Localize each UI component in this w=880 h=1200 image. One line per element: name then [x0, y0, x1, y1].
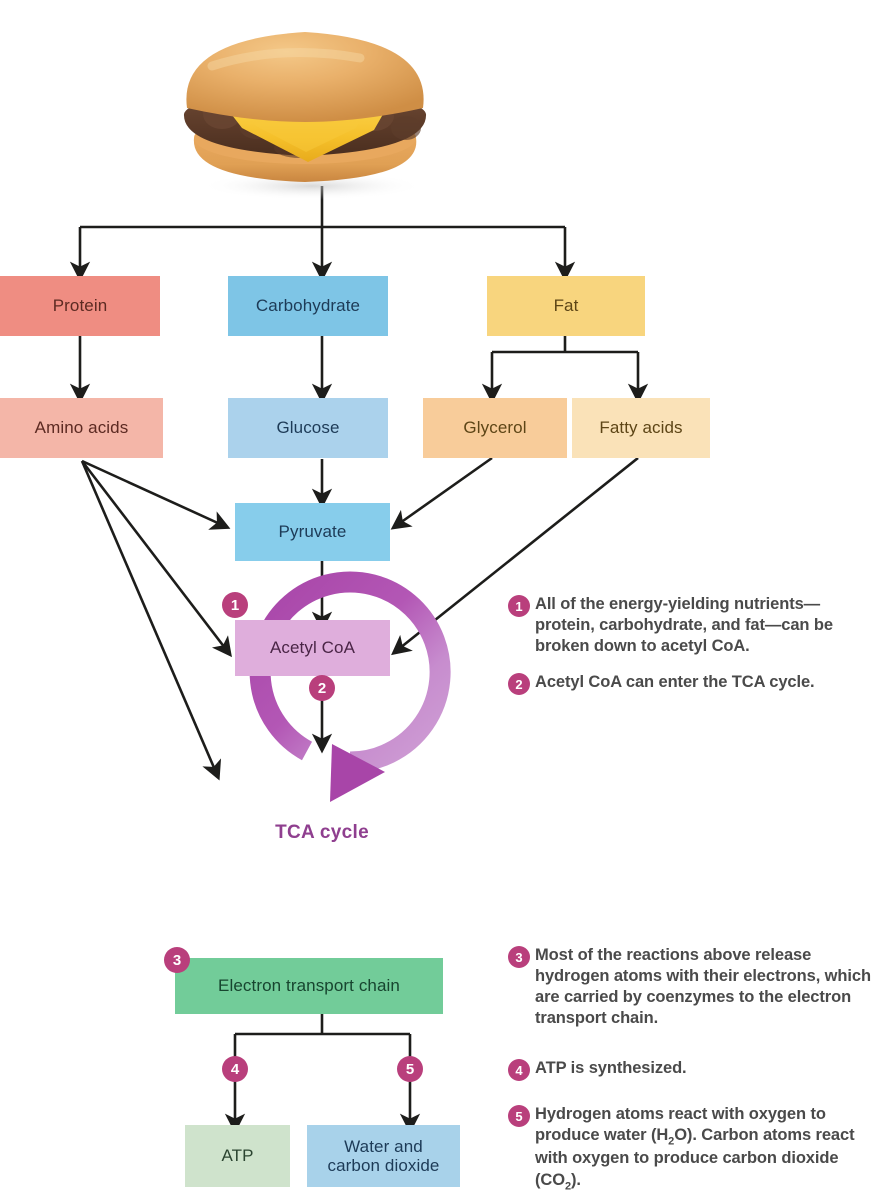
node-carbohydrate[interactable]: Carbohydrate	[228, 276, 388, 336]
node-amino-acids-label: Amino acids	[34, 418, 129, 438]
node-glucose[interactable]: Glucose	[228, 398, 388, 458]
legend-item-4: 4 ATP is synthesized.	[508, 1058, 876, 1081]
legend-badge-1-number: 1	[515, 598, 523, 614]
node-fat[interactable]: Fat	[487, 276, 645, 336]
legend-badge-5-number: 5	[515, 1108, 523, 1124]
node-acetyl-coa-label: Acetyl CoA	[269, 638, 356, 658]
badge-3-number: 3	[172, 951, 182, 969]
arrow-amino-to-pyruvate	[81, 459, 231, 530]
badge-1-on-acetyl-coa[interactable]: 1	[222, 592, 248, 618]
badge-3-on-electron-transport-chain[interactable]: 3	[164, 947, 190, 973]
legend-5-part-a: Hydrogen atoms react with oxygen	[535, 1105, 806, 1123]
badge-4-on-atp-arrow[interactable]: 4	[222, 1056, 248, 1082]
legend-5-sub-water: 2	[668, 1135, 675, 1148]
node-protein-label: Protein	[52, 296, 108, 316]
legend-text-1: All of the energy-yielding nutrients—pro…	[535, 595, 833, 656]
node-electron-transport-chain-label: Electron transport chain	[218, 976, 400, 996]
legend-item-1: 1 All of the energy-yielding nutrients—p…	[508, 594, 876, 657]
tca-cycle-label: TCA cycle	[236, 822, 408, 844]
cheeseburger-image	[160, 10, 450, 200]
legend-badge-5: 5	[508, 1105, 530, 1127]
legend-badge-4-number: 4	[515, 1062, 523, 1078]
legend-5-part-e: produce carbon dioxide (CO	[535, 1149, 839, 1189]
legend-5-part-d: atoms react with oxygen to	[535, 1126, 855, 1168]
node-atp[interactable]: ATP	[185, 1125, 290, 1187]
legend-text-5: Hydrogen atoms react with oxygen to prod…	[535, 1104, 876, 1193]
node-acetyl-coa[interactable]: Acetyl CoA	[235, 620, 390, 676]
tca-cycle-text: TCA cycle	[275, 822, 369, 843]
node-carbohydrate-label: Carbohydrate	[255, 296, 361, 316]
legend-item-3: 3 Most of the reactions above release hy…	[508, 945, 876, 1029]
badge-2-number: 2	[317, 679, 327, 697]
legend-badge-4: 4	[508, 1059, 530, 1081]
legend-5-part-f: ).	[570, 1170, 581, 1189]
node-glycerol-label: Glycerol	[463, 418, 527, 438]
badge-1-number: 1	[230, 596, 240, 614]
legend-5-part-b: to produce water (H	[535, 1105, 826, 1145]
badge-2-on-acetyl-to-tca-arrow[interactable]: 2	[309, 675, 335, 701]
arrow-amino-to-tca	[80, 460, 222, 781]
node-glucose-label: Glucose	[276, 418, 340, 438]
node-pyruvate-label: Pyruvate	[278, 522, 347, 542]
legend-badge-2-number: 2	[515, 676, 523, 692]
legend-5-sub-co2: 2	[564, 1179, 571, 1192]
node-water-carbon-dioxide[interactable]: Water and carbon dioxide	[307, 1125, 460, 1187]
node-atp-label: ATP	[221, 1146, 254, 1166]
burger-icon	[183, 32, 427, 200]
badge-5-on-water-arrow[interactable]: 5	[397, 1056, 423, 1082]
node-electron-transport-chain[interactable]: Electron transport chain	[175, 958, 443, 1014]
arrow-amino-to-acetyl	[80, 460, 232, 658]
badge-4-number: 4	[230, 1060, 240, 1078]
badge-5-number: 5	[405, 1060, 415, 1078]
node-fat-label: Fat	[553, 296, 579, 316]
node-water-line-2: carbon dioxide	[327, 1156, 440, 1175]
node-glycerol[interactable]: Glycerol	[423, 398, 567, 458]
legend-badge-3-number: 3	[515, 949, 523, 965]
legend-5-part-c: O). Carbon	[674, 1126, 759, 1145]
tca-cycle-arrow	[249, 571, 451, 802]
legend-text-2: Acetyl CoA can enter the TCA cycle.	[535, 673, 815, 691]
node-fatty-acids[interactable]: Fatty acids	[572, 398, 710, 458]
legend-badge-1: 1	[508, 595, 530, 617]
legend-text-3: Most of the reactions above release hydr…	[535, 946, 871, 1028]
arrow-glycerol-to-pyruvate	[390, 456, 493, 530]
node-amino-acids[interactable]: Amino acids	[0, 398, 163, 458]
legend-badge-3: 3	[508, 946, 530, 968]
legend-item-2: 2 Acetyl CoA can enter the TCA cycle.	[508, 672, 880, 695]
arrow-fatty-acids-to-acetyl	[391, 456, 639, 656]
node-protein[interactable]: Protein	[0, 276, 160, 336]
legend-text-4: ATP is synthesized.	[535, 1059, 687, 1077]
legend-item-5: 5 Hydrogen atoms react with oxygen to pr…	[508, 1104, 876, 1193]
node-pyruvate[interactable]: Pyruvate	[235, 503, 390, 561]
legend-badge-2: 2	[508, 673, 530, 695]
node-fatty-acids-label: Fatty acids	[599, 418, 683, 438]
node-water-line-1: Water and	[344, 1136, 423, 1156]
